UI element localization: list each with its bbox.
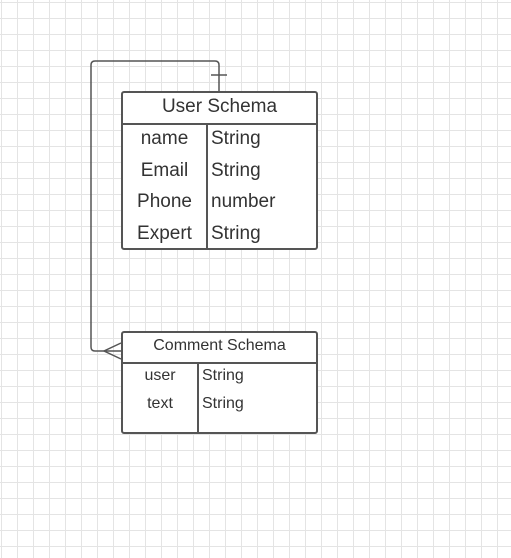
user-field-name-type: String	[211, 128, 261, 149]
comment-schema-entity[interactable]: Comment Schema user text String String	[121, 331, 318, 434]
user-schema-entity[interactable]: User Schema name Email Phone Expert Stri…	[121, 91, 318, 250]
user-schema-type-column: String String number String	[208, 123, 316, 248]
comment-field-user-type: String	[202, 367, 244, 384]
comment-field-text-type: String	[202, 395, 244, 412]
user-schema-key-column: name Email Phone Expert	[123, 123, 208, 248]
relationship-connector	[90, 60, 220, 352]
comment-field-user-key: user	[144, 367, 176, 384]
comment-schema-type-column: String String	[199, 362, 316, 432]
comment-field-text-key: text	[147, 395, 173, 412]
user-field-email-key: Email	[140, 160, 189, 181]
user-field-phone-key: Phone	[137, 191, 192, 212]
user-field-phone-type: number	[211, 191, 276, 212]
comment-schema-key-column: user text	[123, 362, 199, 432]
user-schema-body: name Email Phone Expert String String nu…	[123, 123, 316, 248]
user-schema-title: User Schema	[123, 93, 316, 125]
comment-schema-title: Comment Schema	[123, 333, 316, 364]
user-field-name-key: name	[140, 128, 189, 149]
many-cardinality-marker	[102, 342, 122, 360]
user-field-expert-type: String	[211, 223, 261, 244]
comment-schema-body: user text String String	[123, 362, 316, 432]
user-field-email-type: String	[211, 160, 261, 181]
user-field-expert-key: Expert	[137, 223, 192, 244]
